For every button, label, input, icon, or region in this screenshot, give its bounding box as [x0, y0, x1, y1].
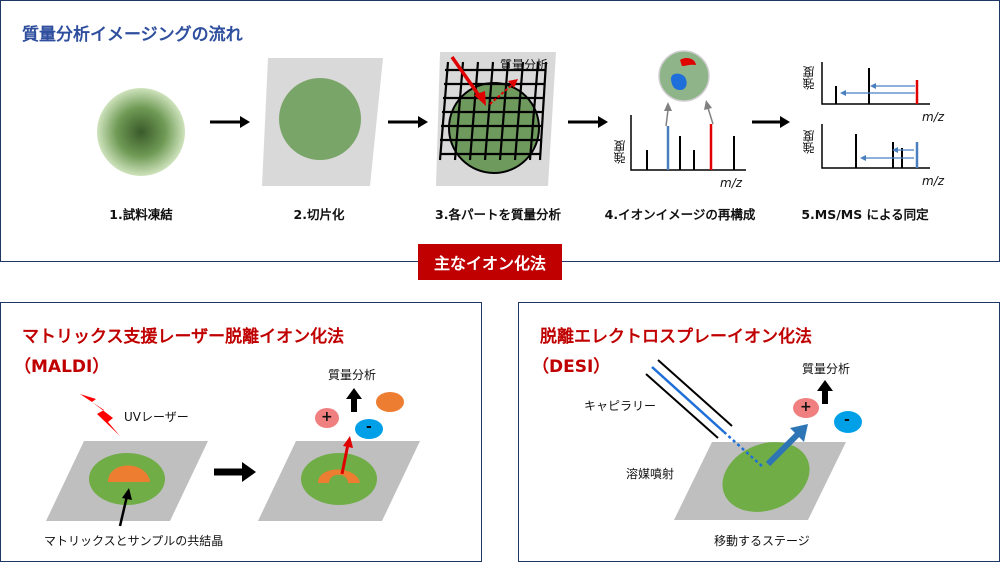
crystal-pointer-arrow — [118, 488, 132, 527]
laser-arrow-icon — [450, 55, 486, 106]
flow-arrow-1 — [210, 116, 250, 128]
crystal-label: マトリックスとサンプルの共結晶 — [44, 534, 224, 548]
matrix-crystal — [108, 465, 150, 482]
step5-top-x-axis-label: m/z — [922, 110, 945, 124]
ion-out-arrow-icon — [489, 79, 518, 105]
tissue-slice — [279, 78, 361, 160]
desorb-arrow-icon — [340, 436, 353, 475]
workflow-title: 質量分析イメージングの流れ — [22, 25, 243, 45]
desi-plus-sign: + — [800, 399, 812, 415]
maldi-ms-up-arrow-icon — [346, 388, 362, 412]
step-3-label: 3.各パートを質量分析 — [435, 207, 561, 222]
ion-image-arrow-right — [704, 100, 714, 125]
step-5-label: 5.MS/MS による同定 — [801, 207, 929, 222]
grid-tissue — [448, 82, 540, 174]
maldi-neutral-orange — [376, 392, 404, 412]
ion-image-arrow-left — [664, 102, 672, 127]
desi-ion-plus — [793, 398, 819, 418]
capillary-icon — [645, 359, 765, 469]
flow-arrow-3 — [568, 116, 608, 128]
frozen-sample — [97, 88, 185, 176]
step4-y-axis-label: 強度 — [613, 140, 627, 164]
maldi-diagram — [46, 388, 420, 527]
step3-ms-label: 質量分析 — [500, 58, 549, 72]
solvent-label: 溶媒噴射 — [626, 467, 675, 481]
step4-x-axis-label: m/z — [720, 176, 743, 190]
msms-spectrum-bottom — [821, 124, 930, 169]
step5-top-y-axis-label: 強度 — [802, 66, 816, 90]
maldi-process-arrow — [214, 462, 256, 482]
desi-ms-label: 質量分析 — [802, 362, 851, 376]
step-2-label: 2.切片化 — [293, 207, 345, 222]
step-4-label: 4.イオンイメージの再構成 — [604, 207, 756, 222]
flow-arrow-2 — [388, 116, 428, 128]
stage-label: 移動するステージ — [714, 534, 810, 548]
desi-subtitle: （DESI） — [532, 357, 611, 377]
maldi-plus-sign: + — [321, 409, 333, 425]
maldi-subtitle: （MALDI） — [14, 357, 110, 377]
step-1-label: 1.試料凍結 — [109, 207, 173, 222]
maldi-minus-sign: - — [366, 419, 372, 435]
maldi-ms-label: 質量分析 — [328, 368, 377, 382]
desi-ion-arrow-icon — [765, 424, 808, 467]
spectrum-step4 — [630, 115, 746, 171]
flow-arrow-4 — [752, 116, 790, 128]
maldi-ion-minus — [355, 419, 383, 439]
capillary-label: キャピラリー — [584, 399, 657, 413]
uv-laser-icon — [80, 394, 120, 436]
step5-bottom-y-axis-label: 強度 — [802, 130, 816, 154]
desi-ms-up-arrow-icon — [817, 380, 833, 404]
step5-bottom-x-axis-label: m/z — [922, 174, 945, 188]
desi-tissue — [722, 442, 810, 512]
desi-minus-sign: - — [844, 412, 850, 428]
maldi-ion-plus — [315, 408, 339, 428]
desi-title: 脱離エレクトロスプレーイオン化法 — [540, 327, 812, 347]
ion-image-blue-region — [670, 73, 687, 90]
desi-ion-minus — [834, 411, 862, 433]
sampling-grid — [438, 61, 548, 161]
maldi-title: マトリックス支援レーザー脱離イオン化法 — [22, 327, 345, 347]
ion-image-red-region — [680, 57, 696, 66]
uv-laser-label: UVレーザー — [124, 410, 189, 424]
msms-spectrum-top — [821, 62, 930, 105]
workflow-diagram — [97, 50, 930, 186]
ionization-methods-label: 主なイオン化法 — [418, 244, 563, 280]
desi-diagram — [645, 359, 862, 520]
